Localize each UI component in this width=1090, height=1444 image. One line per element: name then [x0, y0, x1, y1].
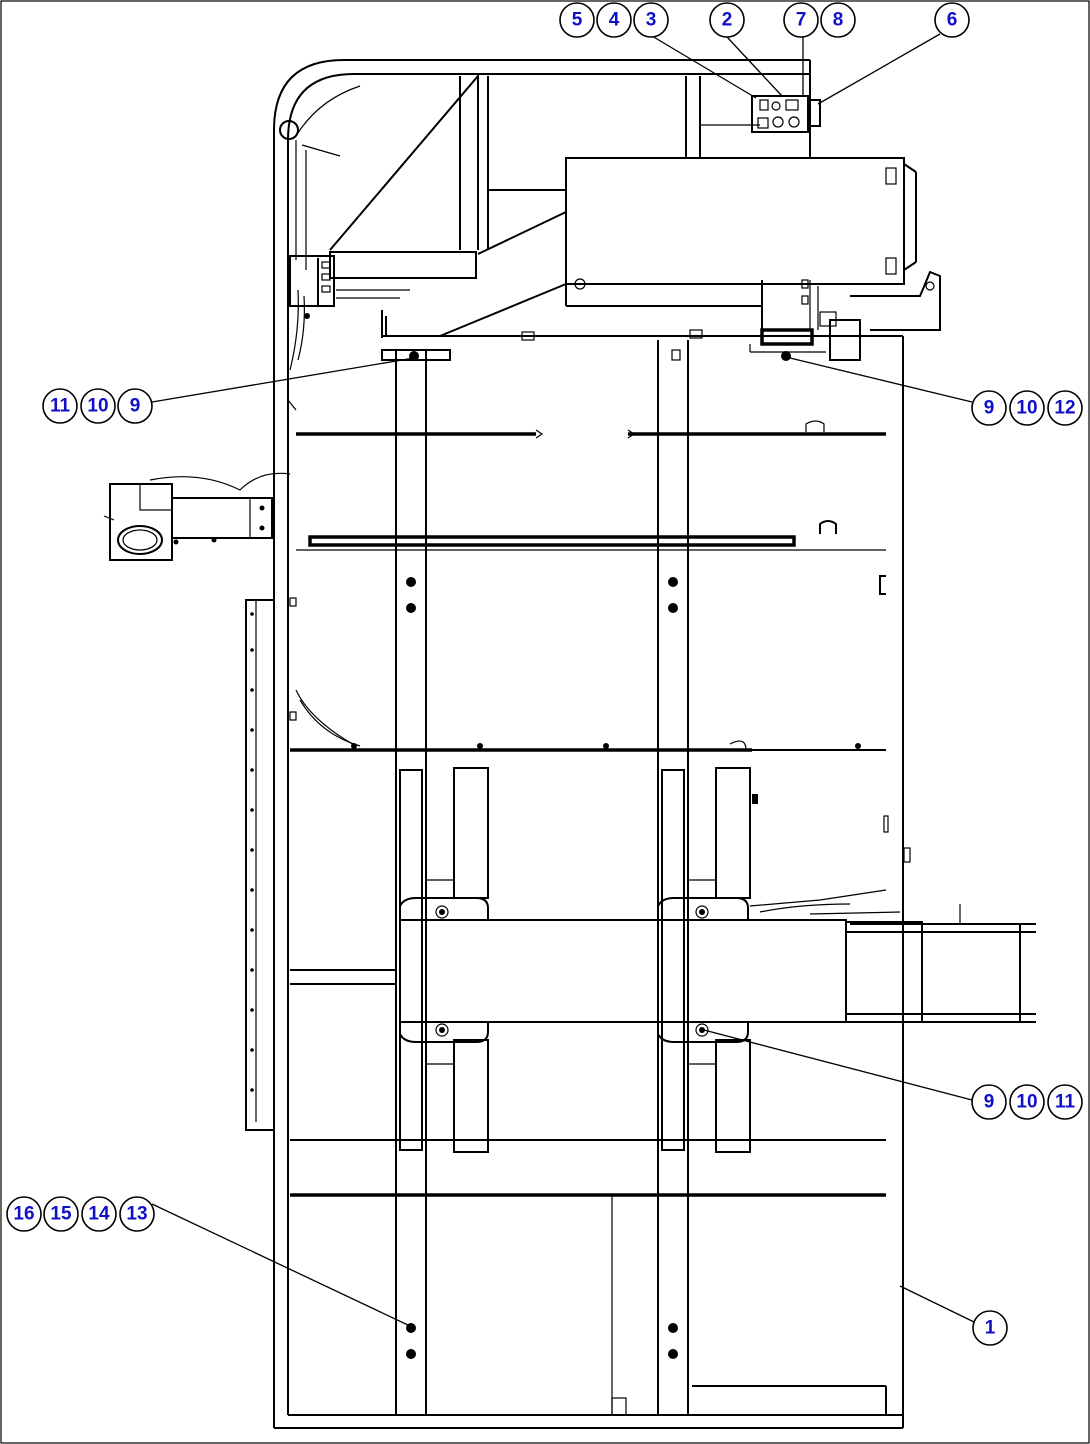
callout-10-mid-label: 10 [1016, 1092, 1037, 1113]
callout-10-mid: 10 [1009, 1084, 1045, 1120]
callout-11-left: 11 [42, 388, 78, 424]
callout-14: 14 [81, 1196, 117, 1232]
callout-5: 5 [559, 2, 595, 38]
callout-2-label: 2 [722, 10, 733, 31]
vertical-rails [381, 340, 887, 1416]
callout-9-right-label: 9 [984, 398, 995, 419]
callout-12-right: 12 [1047, 390, 1083, 426]
callout-9-left-label: 9 [130, 396, 141, 417]
callout-14-label: 14 [88, 1204, 110, 1225]
callout-9-right: 9 [971, 390, 1007, 426]
lower-beam [399, 889, 1036, 1043]
cab-corner-assembly [279, 73, 760, 371]
callout-6-label: 6 [947, 10, 958, 31]
callout-7: 7 [783, 2, 819, 38]
side-strip [245, 599, 275, 1131]
blower-box [381, 157, 941, 361]
callout-3-label: 3 [646, 10, 657, 31]
callout-11-mid-label: 11 [1055, 1092, 1076, 1113]
callout-1-label: 1 [985, 1318, 996, 1339]
callout-16: 16 [6, 1196, 42, 1232]
callout-1: 1 [972, 1310, 1008, 1346]
horizontal-rods [287, 399, 886, 1359]
callout-11-mid: 11 [1047, 1084, 1083, 1120]
callout-4: 4 [596, 2, 632, 38]
callout-10-left-label: 10 [87, 396, 108, 417]
main-frame [273, 59, 904, 1429]
callout-15-label: 15 [50, 1204, 72, 1225]
callout-2: 2 [709, 2, 745, 38]
callout-15: 15 [43, 1196, 79, 1232]
callout-9-mid: 9 [971, 1084, 1007, 1120]
callout-3: 3 [633, 2, 669, 38]
callout-5-label: 5 [572, 10, 583, 31]
callout-16-label: 16 [13, 1204, 34, 1225]
leader-lines [151, 33, 975, 1327]
callout-12-right-label: 12 [1054, 398, 1075, 419]
switch-panel [751, 95, 821, 133]
callout-9-left: 9 [117, 388, 153, 424]
callout-8: 8 [820, 2, 856, 38]
callout-7-label: 7 [796, 10, 807, 31]
callout-10-right-label: 10 [1016, 398, 1037, 419]
callout-8-label: 8 [833, 10, 844, 31]
slot-brackets [399, 767, 911, 1153]
callout-10-right: 10 [1009, 390, 1045, 426]
callout-11-left-label: 11 [50, 396, 71, 417]
callout-10-left: 10 [80, 388, 116, 424]
side-sensor [103, 472, 291, 561]
callout-6: 6 [934, 2, 970, 38]
callout-9-mid-label: 9 [984, 1092, 995, 1113]
callout-13: 13 [119, 1196, 155, 1232]
callout-4-label: 4 [609, 10, 620, 31]
callout-13-label: 13 [126, 1204, 147, 1225]
